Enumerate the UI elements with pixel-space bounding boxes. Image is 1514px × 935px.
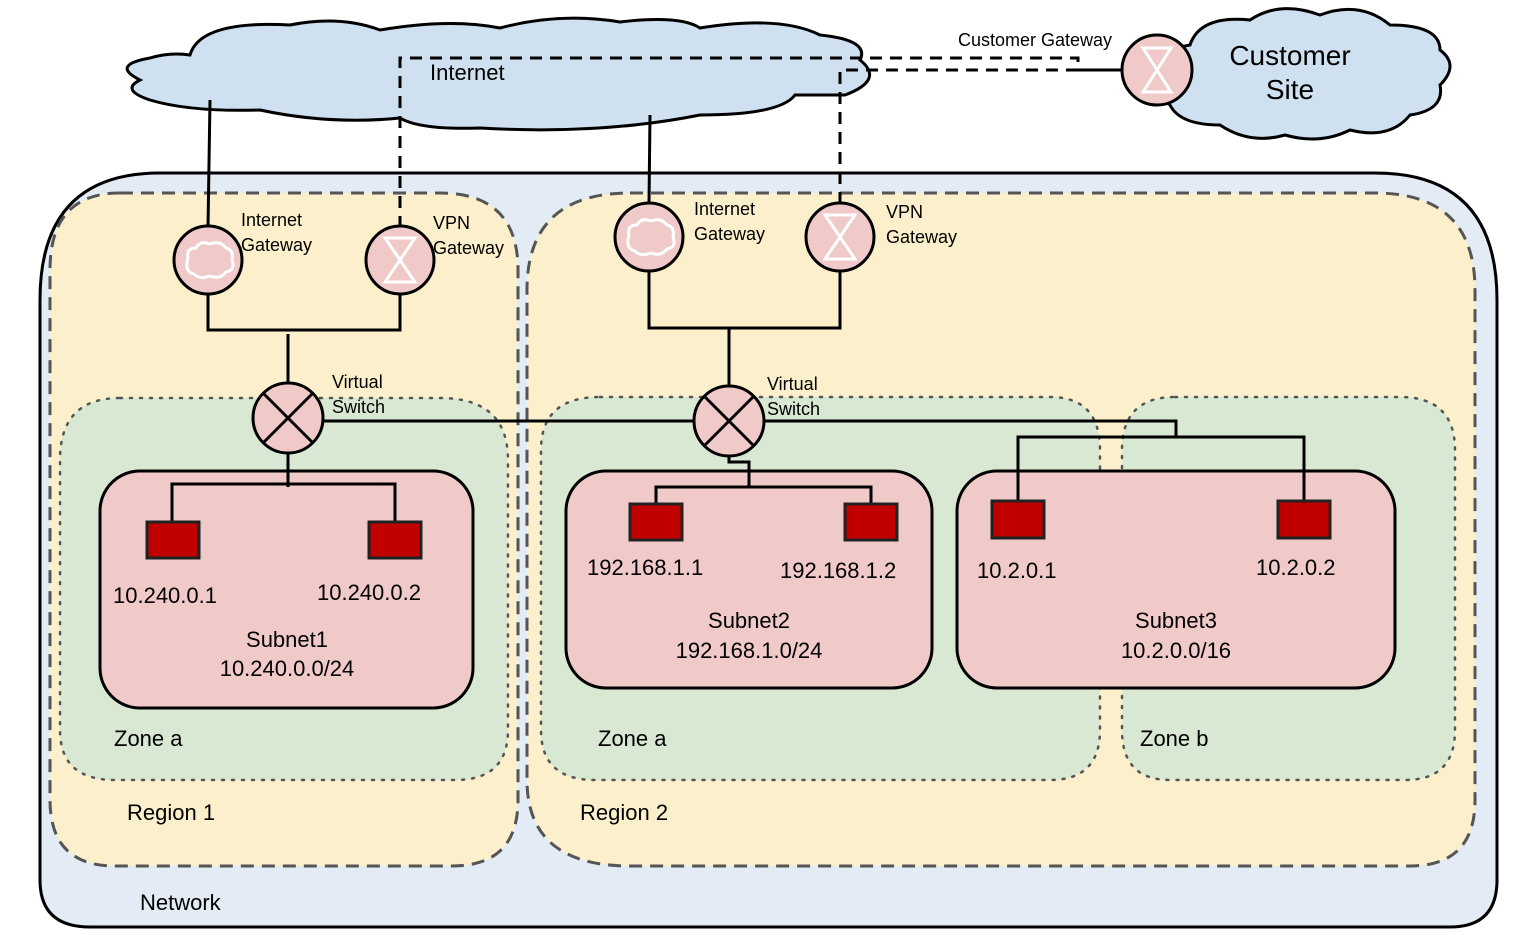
region-1-virtual-switch bbox=[251, 381, 325, 455]
host-10-240-0-2 bbox=[367, 520, 423, 560]
host-label: 10.240.0.2 bbox=[317, 580, 421, 605]
customer-gateway-node bbox=[1120, 33, 1194, 107]
host-10-2-0-2 bbox=[1276, 499, 1332, 540]
hourglass-icon bbox=[382, 236, 418, 284]
region-2-switch-label-line1: Virtual bbox=[767, 374, 818, 394]
link-internet-igw1 bbox=[206, 99, 212, 229]
customer-site-label-line1: Customer bbox=[1229, 40, 1350, 71]
cloud-icon bbox=[626, 218, 676, 257]
region-2-vpn-label-line2: Gateway bbox=[886, 227, 957, 247]
subnet-3-name: Subnet3 bbox=[1135, 608, 1217, 633]
link-vpn2-customer bbox=[838, 68, 1122, 204]
region-2-igw-label-line2: Gateway bbox=[694, 224, 765, 244]
region-1-vpn-gateway bbox=[364, 224, 436, 296]
link-r2-gateways bbox=[647, 271, 842, 330]
subnet-2-name: Subnet2 bbox=[708, 608, 790, 633]
region-2-vpn-gateway bbox=[804, 201, 876, 273]
zone-r1-a-label: Zone a bbox=[114, 726, 183, 751]
customer-site-cloud bbox=[1157, 7, 1452, 141]
link-switch2-subnet2 bbox=[727, 456, 751, 487]
zone-r2-a-label: Zone a bbox=[598, 726, 667, 751]
region-1-igw-label-line2: Gateway bbox=[241, 235, 312, 255]
link-internet-igw2 bbox=[647, 114, 652, 205]
region-1-switch-label-line1: Virtual bbox=[332, 372, 383, 392]
customer-site-label-line2: Site bbox=[1266, 74, 1314, 105]
customer-gateway-label: Customer Gateway bbox=[958, 30, 1112, 50]
internet-cloud bbox=[125, 16, 872, 132]
region-2-virtual-switch bbox=[692, 384, 766, 458]
region-1-vpn-label-line1: VPN bbox=[433, 213, 470, 233]
region-1-switch-label-line2: Switch bbox=[332, 397, 385, 417]
hourglass-icon bbox=[1140, 46, 1174, 94]
internet-label: Internet bbox=[430, 60, 505, 85]
host-label: 10.2.0.1 bbox=[977, 558, 1057, 583]
region-2-switch-label-line2: Switch bbox=[767, 399, 820, 419]
subnet-2-cidr: 192.168.1.0/24 bbox=[676, 638, 823, 663]
host-10-240-0-1 bbox=[145, 520, 201, 560]
host-label: 192.168.1.2 bbox=[780, 558, 896, 583]
link-switch2-subnet3 bbox=[764, 419, 1178, 437]
host-192-168-1-1 bbox=[628, 502, 684, 542]
subnet-3-bus bbox=[1016, 435, 1306, 501]
host-label: 10.240.0.1 bbox=[113, 583, 217, 608]
host-label: 192.168.1.1 bbox=[587, 555, 703, 580]
region-1-internet-gateway bbox=[172, 224, 244, 296]
region-2-igw-label-line1: Internet bbox=[694, 199, 755, 219]
subnet-1-name: Subnet1 bbox=[246, 627, 328, 652]
host-label: 10.2.0.2 bbox=[1256, 555, 1336, 580]
subnet-1-bus bbox=[170, 482, 397, 522]
network-label: Network bbox=[140, 890, 222, 915]
subnet-1-cidr: 10.240.0.0/24 bbox=[220, 656, 355, 681]
subnet-3-cidr: 10.2.0.0/16 bbox=[1121, 638, 1231, 663]
region-2-label: Region 2 bbox=[580, 800, 668, 825]
region-2-internet-gateway bbox=[613, 201, 685, 273]
region-1-igw-label-line1: Internet bbox=[241, 210, 302, 230]
link-vpn1-customer bbox=[398, 56, 1122, 228]
subnet-2-bus bbox=[654, 485, 873, 505]
region-1-label: Region 1 bbox=[127, 800, 215, 825]
zone-r2-b-label: Zone b bbox=[1140, 726, 1209, 751]
hourglass-icon bbox=[822, 213, 858, 261]
host-10-2-0-1 bbox=[990, 499, 1046, 540]
cloud-icon bbox=[185, 241, 235, 280]
link-r1-gateways bbox=[206, 294, 402, 332]
region-2-vpn-label-line1: VPN bbox=[886, 202, 923, 222]
host-192-168-1-2 bbox=[843, 502, 899, 542]
region-1-vpn-label-line2: Gateway bbox=[433, 238, 504, 258]
